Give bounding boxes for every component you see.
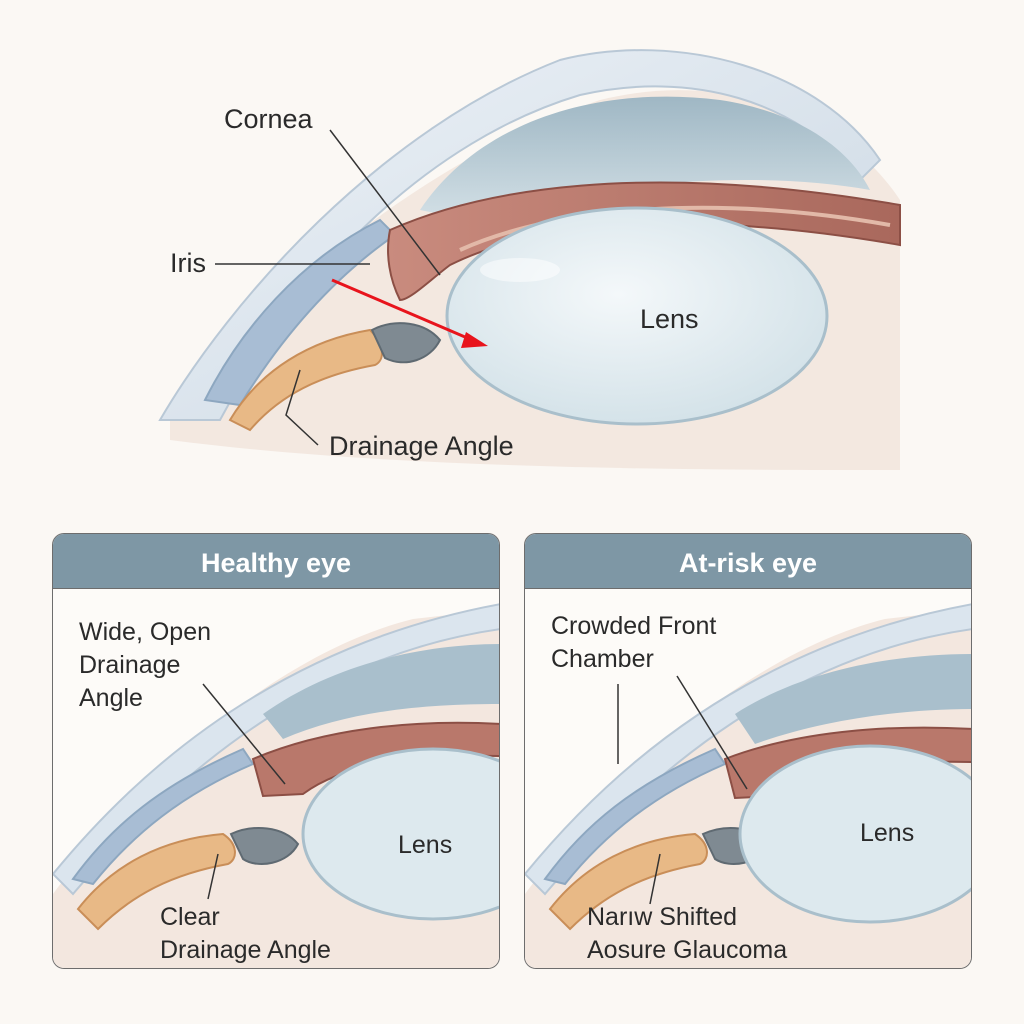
anterior-chamber (420, 96, 870, 220)
red-arrow-line (331, 278, 473, 342)
drainage-angle-label: Drainage Angle (329, 431, 514, 461)
healthy-eye-panel: Healthy eye Wide, Open Drainage Angle Le… (52, 533, 500, 969)
drainage-pocket (370, 322, 442, 364)
healthy-top-label-2: Drainage (79, 651, 181, 679)
healthy-top-label-3: Angle (79, 684, 143, 712)
iris-label: Iris (170, 248, 206, 278)
healthy-lens-label: Lens (398, 831, 453, 859)
at-risk-bottom-label-1: Narıw Shifted (587, 903, 738, 931)
panel-title: Healthy eye (53, 534, 499, 589)
lens-label: Lens (640, 304, 699, 334)
healthy-bottom-label-2: Drainage Angle (160, 936, 331, 964)
at-risk-bottom-label-2: Aosure Glaucoma (587, 936, 788, 964)
cornea-label: Cornea (224, 104, 313, 134)
healthy-bottom-label-1: Clear (160, 903, 220, 931)
at-risk-top-label-2: Chamber (551, 645, 654, 673)
limbus-shape (203, 218, 397, 407)
healthy-eye-diagram (53, 603, 499, 968)
red-arrow-head (461, 332, 488, 348)
main-eye-diagram (158, 49, 901, 470)
at-risk-lens-label: Lens (860, 819, 915, 847)
at-risk-top-label-1: Crowded Front (551, 612, 717, 640)
main-lens-shape (445, 206, 829, 426)
at-risk-eye-diagram (525, 603, 971, 968)
healthy-top-label-1: Wide, Open (79, 618, 212, 646)
panel-title: At-risk eye (525, 534, 971, 589)
at-risk-eye-panel: At-risk eye Crowded Front Chamber Lens N… (524, 533, 972, 969)
